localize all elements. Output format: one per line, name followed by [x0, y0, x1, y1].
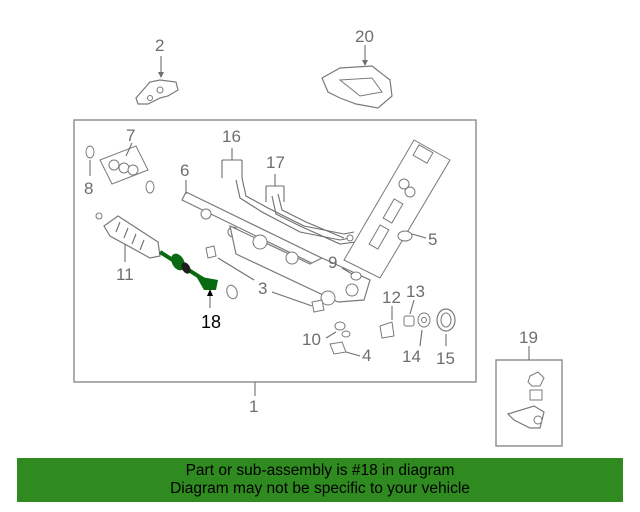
part-14-nut[interactable]: [417, 312, 431, 328]
callout-6: 6: [180, 161, 189, 180]
part-16-17-pipes[interactable]: [235, 177, 357, 245]
callout-3: 3: [258, 279, 267, 298]
callout-5: 5: [428, 230, 437, 249]
callout-12: 12: [382, 288, 401, 307]
callout-10: 10: [302, 330, 321, 349]
callout-11: 11: [116, 265, 134, 284]
part-5-valve[interactable]: [343, 139, 451, 279]
callout-7: 7: [126, 126, 135, 145]
fitment-notice-line-1: Part or sub-assembly is #18 in diagram: [185, 462, 455, 479]
part-13-seal[interactable]: [403, 315, 415, 327]
part-12-plug[interactable]: [379, 321, 395, 339]
callout-13: 13: [406, 282, 425, 301]
part-10-washers[interactable]: [334, 321, 351, 338]
part-18-tie-rod[interactable]: [158, 250, 218, 290]
part-7-kit[interactable]: [99, 145, 149, 185]
steering-gear-housing[interactable]: [229, 224, 371, 306]
fitment-notice-line-2: Diagram may not be specific to your vehi…: [170, 480, 470, 497]
part-8-oring[interactable]: [85, 145, 95, 159]
part-4-nut[interactable]: [329, 341, 347, 355]
callout-1: 1: [249, 397, 258, 416]
part-3-bushing[interactable]: [205, 245, 325, 313]
callout-16: 16: [222, 127, 241, 146]
callout-15: 15: [436, 349, 455, 368]
callout-4: 4: [362, 346, 371, 365]
main-assembly-box: [73, 119, 477, 383]
part-11-boot[interactable]: [95, 212, 161, 259]
callout-9: 9: [328, 253, 337, 272]
callout-14: 14: [402, 347, 421, 366]
parts-diagram: 2 20 7 8 6: [73, 27, 563, 447]
callout-19: 19: [519, 328, 538, 347]
callout-18: 18: [201, 312, 221, 332]
part-9-oring[interactable]: [350, 271, 362, 281]
part-2-bracket[interactable]: [135, 79, 179, 105]
callout-20: 20: [355, 27, 374, 46]
fitment-notice-banner: Part or sub-assembly is #18 in diagram D…: [17, 458, 623, 502]
tie-rod-end-box: [495, 359, 563, 447]
callout-8: 8: [84, 179, 93, 198]
part-19-tie-rod-end[interactable]: [506, 371, 545, 429]
part-20-cover[interactable]: [321, 65, 393, 109]
callout-17: 17: [266, 153, 285, 172]
part-15-cap[interactable]: [436, 308, 456, 332]
callout-2: 2: [155, 36, 164, 55]
